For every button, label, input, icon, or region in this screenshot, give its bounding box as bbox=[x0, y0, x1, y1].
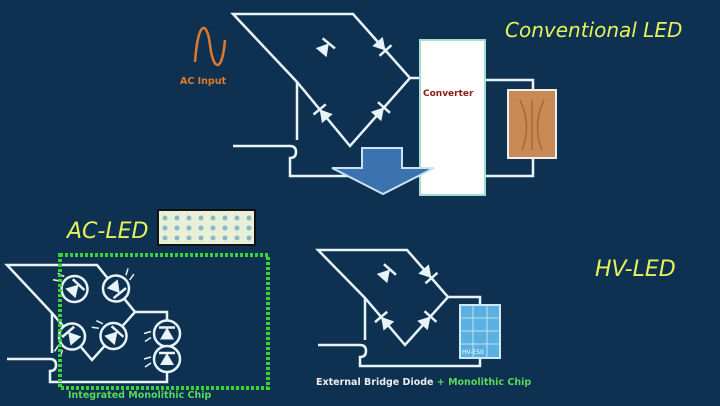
ac-sine-wave-icon bbox=[193, 26, 227, 66]
ac-led-caption: Integrated Monolithic Chip bbox=[68, 390, 212, 401]
led-diode-icon bbox=[143, 344, 182, 374]
chip-cell-icon bbox=[234, 225, 240, 231]
wire-hv-led-loop bbox=[318, 295, 482, 368]
bridge-conventional bbox=[230, 12, 412, 148]
chip-cell-icon bbox=[222, 215, 228, 221]
diodes bbox=[52, 36, 439, 374]
led-diode-icon bbox=[101, 268, 135, 303]
chip-cell-icon bbox=[198, 225, 204, 231]
chip-cell-icon bbox=[174, 235, 180, 241]
chip-cell-icon bbox=[210, 215, 216, 221]
diode-icon bbox=[417, 310, 438, 331]
hv-led-caption: External Bridge Diode + Monolithic Chip bbox=[316, 377, 531, 388]
chip-cell-icon bbox=[210, 235, 216, 241]
wire-conventional-bottom bbox=[233, 144, 420, 178]
chip-cell-icon bbox=[162, 235, 168, 241]
chip-cell-icon bbox=[174, 225, 180, 231]
bridge-hv-led bbox=[315, 248, 450, 347]
led-diode-icon bbox=[52, 272, 89, 304]
chip-cell-icon bbox=[222, 235, 228, 241]
hv-chip-label: HV-ES0 bbox=[462, 349, 484, 356]
diode-icon bbox=[315, 37, 336, 58]
chip-cell-icon bbox=[198, 235, 204, 241]
diode-icon bbox=[376, 263, 397, 284]
diode-icon bbox=[372, 36, 393, 57]
chip-cell-icon bbox=[246, 215, 252, 221]
converter-label: Converter bbox=[423, 89, 474, 99]
ac-led-title: AC-LED bbox=[67, 219, 149, 244]
chip-cell-icon bbox=[186, 235, 192, 241]
led-diode-icon bbox=[143, 319, 182, 348]
chip-cell-icon bbox=[234, 215, 240, 221]
chip-cell-icon bbox=[210, 225, 216, 231]
converter-box bbox=[419, 39, 486, 196]
circuit-wires bbox=[4, 12, 535, 384]
chip-cell-icon bbox=[186, 225, 192, 231]
wire-ac-led-loop bbox=[7, 310, 169, 384]
diode-icon bbox=[370, 101, 391, 122]
hv-led-title: HV-LED bbox=[595, 257, 676, 282]
monolithic-chip-boundary bbox=[58, 253, 270, 390]
chip-cell-icon bbox=[246, 225, 252, 231]
conventional-led-title: Conventional LED bbox=[505, 18, 683, 42]
wire-conventional-out bbox=[410, 76, 535, 178]
diode-icon bbox=[374, 310, 395, 331]
chip-cell-icon bbox=[222, 225, 228, 231]
caption-bridge: External Bridge Diode bbox=[316, 377, 434, 388]
led-diode-icon bbox=[91, 319, 128, 351]
led-diode-icon bbox=[53, 322, 87, 358]
chip-cell-icon bbox=[234, 235, 240, 241]
diode-icon bbox=[418, 264, 439, 285]
diode-icon bbox=[312, 103, 333, 124]
chip-cell-icon bbox=[162, 225, 168, 231]
down-arrow-icon bbox=[331, 147, 435, 196]
ac-led-chip-icon bbox=[157, 209, 256, 246]
caption-plus: + bbox=[436, 377, 445, 388]
chip-cell-icon bbox=[186, 215, 192, 221]
caption-chip: Monolithic Chip bbox=[448, 377, 532, 388]
chip-cell-icon bbox=[162, 215, 168, 221]
chip-cell-icon bbox=[246, 235, 252, 241]
chip-cell-icon bbox=[174, 215, 180, 221]
chip-cell-icon bbox=[198, 215, 204, 221]
ac-input-label: AC Input bbox=[180, 76, 227, 87]
